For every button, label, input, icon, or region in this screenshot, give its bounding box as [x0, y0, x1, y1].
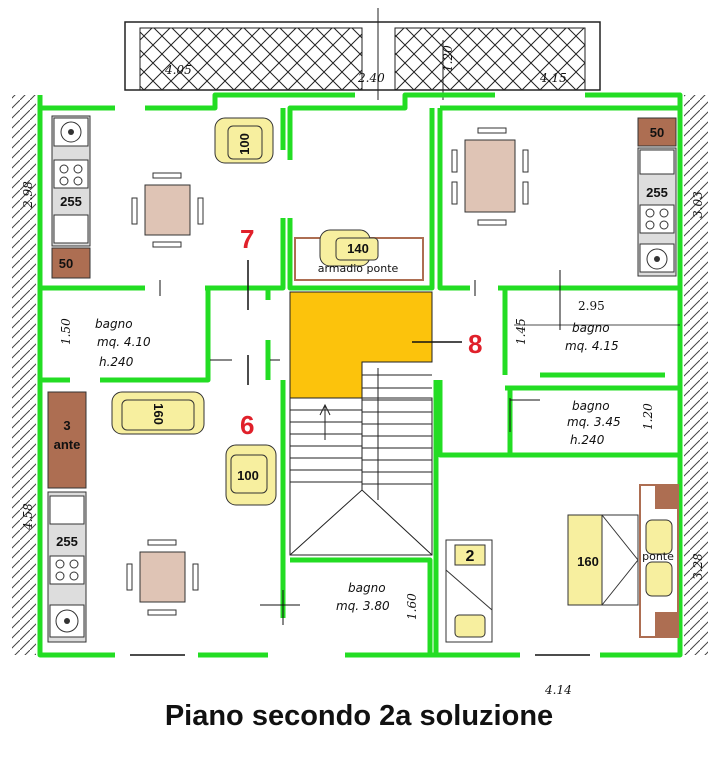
kitchen-top-right: 255 — [637, 147, 677, 277]
kitchen-top-left: 255 — [51, 115, 91, 247]
section-lines — [247, 260, 462, 385]
kitchen-bottom-left: 255 — [47, 491, 87, 643]
dining-table-bottom-left — [126, 539, 199, 616]
armchair-left: 100 — [225, 444, 277, 506]
dim-bottom: 4.14 — [544, 683, 572, 697]
dim-bagno-bottom-h: 1.60 — [405, 593, 419, 620]
dim-balcony-mid: 2.40 — [357, 71, 385, 85]
double-bed: 160 ponte — [567, 484, 679, 638]
balcony — [124, 8, 601, 100]
staircase — [289, 362, 433, 556]
room-bagno-small: bagno mq. 3.45 h.240 — [567, 399, 621, 447]
wood-cabinet-top-left: 50 — [51, 247, 91, 279]
dim-left-bottom: 4.58 — [21, 503, 35, 531]
kitchen-bottom-left-label: 255 — [56, 534, 78, 549]
wardrobe-armadio-ponte: 140 armadio ponte — [294, 229, 424, 281]
wardrobe-3-number: 3 — [63, 418, 70, 433]
section-marker-7: 7 — [240, 224, 254, 254]
kitchen-top-left-label: 255 — [60, 194, 82, 209]
kitchen-top-right-label: 255 — [646, 185, 668, 200]
room-bagno-right: bagno mq. 4.15 — [565, 321, 619, 353]
dim-bagno-small-h: 1.20 — [641, 403, 655, 430]
sofa-left-label: 160 — [151, 403, 166, 425]
bagno-right-name: bagno — [572, 321, 610, 335]
sofa-left: 160 — [111, 391, 205, 435]
section-marker-8: 8 — [468, 329, 482, 359]
dim-left-top: 2.98 — [21, 181, 35, 209]
wardrobe-name-label: armadio ponte — [318, 262, 399, 275]
section-marker-6: 6 — [240, 410, 254, 440]
dim-right-bottom: 3.28 — [691, 553, 705, 580]
section-markers: 7 6 8 — [240, 224, 482, 440]
bagno-right-area: mq. 4.15 — [565, 339, 619, 353]
dining-table-top-right — [451, 127, 529, 226]
dim-balcony-left: 4.05 — [164, 63, 192, 77]
door-marks — [130, 270, 680, 656]
dining-table-top-left — [131, 172, 204, 248]
bagno-left-area: mq. 4.10 — [97, 335, 151, 349]
dim-right-top: 3.03 — [691, 191, 705, 218]
room-bagno-bottom: bagno mq. 3.80 — [336, 581, 390, 613]
wardrobe-3-ante: 3 ante — [47, 391, 87, 489]
single-bed-label: 2 — [466, 548, 475, 565]
double-bed-ponte-label: ponte — [642, 550, 674, 563]
dim-balcony-right: 4.15 — [539, 71, 567, 85]
armchair-left-label: 100 — [237, 468, 259, 483]
wood-cabinet-top-right: 50 — [637, 117, 677, 147]
armchair-top: 100 — [214, 117, 274, 164]
stair-landing — [289, 291, 433, 399]
armchair-top-label: 100 — [237, 133, 252, 155]
bagno-left-height: h.240 — [99, 355, 134, 369]
bagno-small-name: bagno — [572, 399, 610, 413]
dim-bagno-right-w: 2.95 — [578, 299, 605, 313]
floor-plan: 255 50 100 140 armadio ponte 50 — [12, 8, 708, 697]
room-bagno-left: bagno mq. 4.10 h.240 — [95, 317, 151, 369]
bagno-bottom-name: bagno — [348, 581, 386, 595]
dim-bagno-left-h: 1.50 — [59, 318, 73, 345]
wardrobe-size-label: 140 — [347, 241, 369, 256]
bagno-bottom-area: mq. 3.80 — [336, 599, 390, 613]
dim-bagno-right-h: 1.45 — [514, 318, 528, 345]
dim-balcony-depth: 1.20 — [441, 45, 455, 72]
wood-cabinet-top-left-label: 50 — [59, 256, 73, 271]
bagno-left-name: bagno — [95, 317, 133, 331]
dimension-labels: 4.05 2.40 4.15 1.20 2.98 3.03 4.58 3.28 … — [21, 45, 705, 697]
neighbour-walls — [12, 95, 708, 655]
wood-cabinet-top-right-label: 50 — [650, 125, 664, 140]
bagno-small-area: mq. 3.45 — [567, 415, 621, 429]
wardrobe-3-label: ante — [54, 437, 81, 452]
walls — [37, 92, 683, 658]
plan-title: Piano secondo 2a soluzione — [164, 700, 554, 732]
double-bed-label: 160 — [577, 554, 599, 569]
bagno-small-height: h.240 — [570, 433, 605, 447]
single-bed: 2 — [445, 539, 493, 643]
